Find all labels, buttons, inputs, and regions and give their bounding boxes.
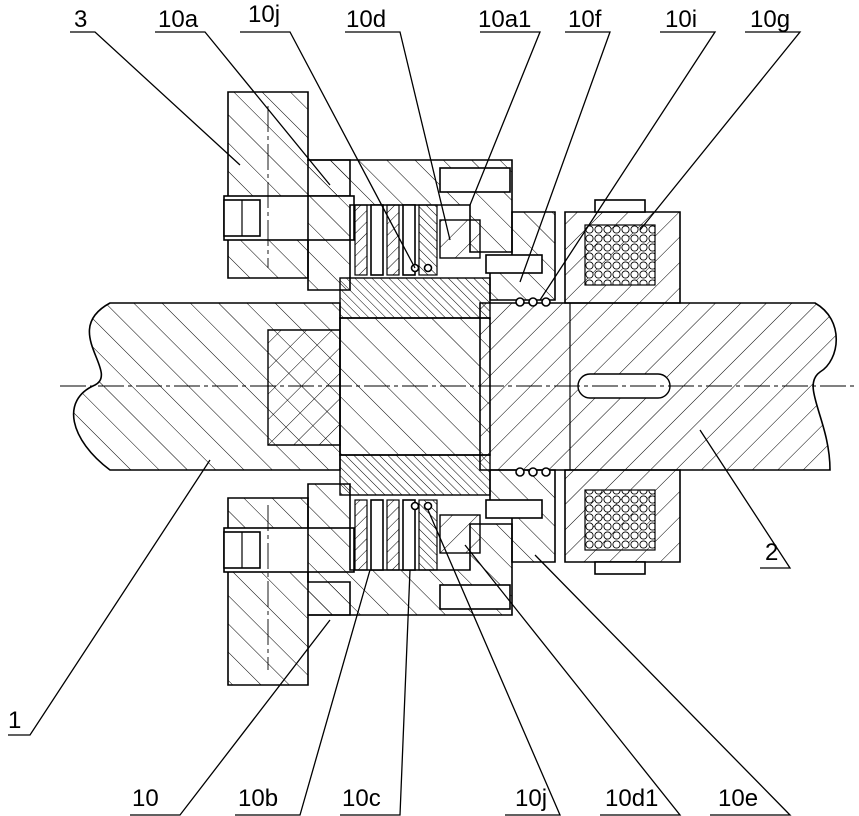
label-10j-bottom: 10j <box>515 785 547 812</box>
electromagnet-10g-bottom <box>565 470 680 574</box>
label-10e: 10e <box>718 785 758 812</box>
label-10g: 10g <box>750 6 790 33</box>
label-10f: 10f <box>568 6 602 33</box>
label-10d: 10d <box>346 6 386 33</box>
label-2: 2 <box>765 539 778 566</box>
label-10d1: 10d1 <box>605 785 658 812</box>
label-3: 3 <box>74 6 87 33</box>
label-10b: 10b <box>238 785 278 812</box>
label-1: 1 <box>8 707 21 734</box>
pressure-plate-bottom <box>440 515 480 553</box>
screw-top <box>440 168 510 192</box>
label-10a: 10a <box>158 6 199 33</box>
label-10c: 10c <box>342 785 381 812</box>
friction-plates-top <box>355 205 480 275</box>
label-10j-top: 10j <box>248 1 280 28</box>
shaft-2 <box>480 303 836 470</box>
friction-plates-bottom <box>355 500 480 570</box>
label-10a1: 10a1 <box>478 6 531 33</box>
label-10: 10 <box>132 785 159 812</box>
label-10i: 10i <box>665 6 697 33</box>
electromagnet-10g-top <box>565 200 680 303</box>
